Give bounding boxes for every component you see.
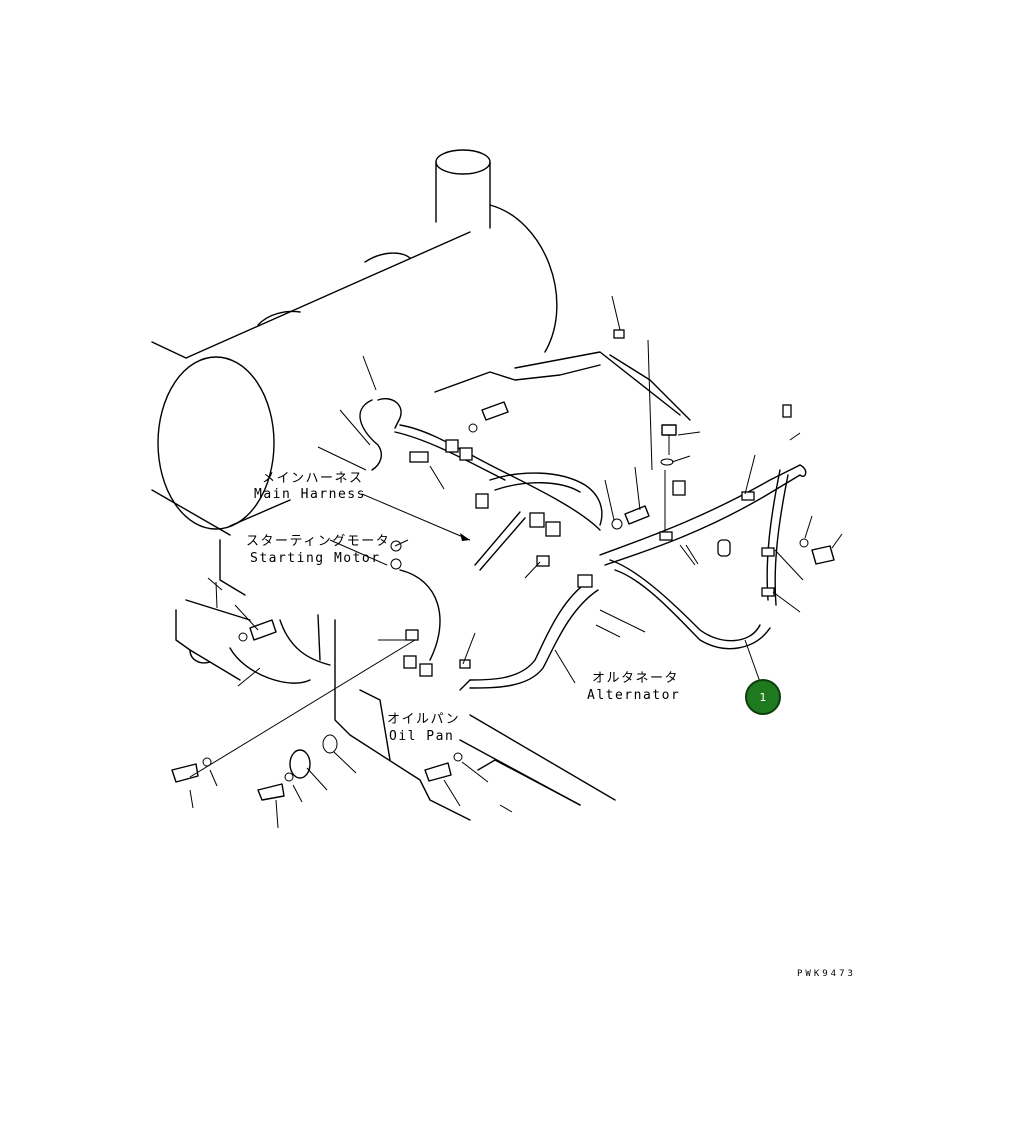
starting-motor-label: Starting Motor — [250, 551, 381, 566]
exhaust-stack — [435, 149, 491, 229]
oil-pan-label-jp: オイルパン — [387, 712, 461, 727]
main-harness-label: Main Harness — [254, 487, 366, 502]
alternator-label: Alternator — [587, 688, 681, 703]
oil-pan-label: Oil Pan — [389, 729, 455, 744]
connectors — [403, 329, 792, 677]
part-callout-1[interactable]: 1 — [745, 679, 781, 715]
drawing-code: PWK9473 — [797, 969, 856, 979]
leader-lines — [189, 295, 843, 829]
bolts-washers — [171, 401, 835, 801]
muffler — [151, 204, 558, 536]
starting-motor-label-jp: スターティングモータ — [246, 534, 391, 549]
engine-block — [175, 351, 691, 821]
main-harness-label-jp: メインハーネス — [262, 471, 364, 486]
alternator-label-jp: オルタネータ — [592, 671, 680, 686]
main-harness — [359, 398, 807, 691]
